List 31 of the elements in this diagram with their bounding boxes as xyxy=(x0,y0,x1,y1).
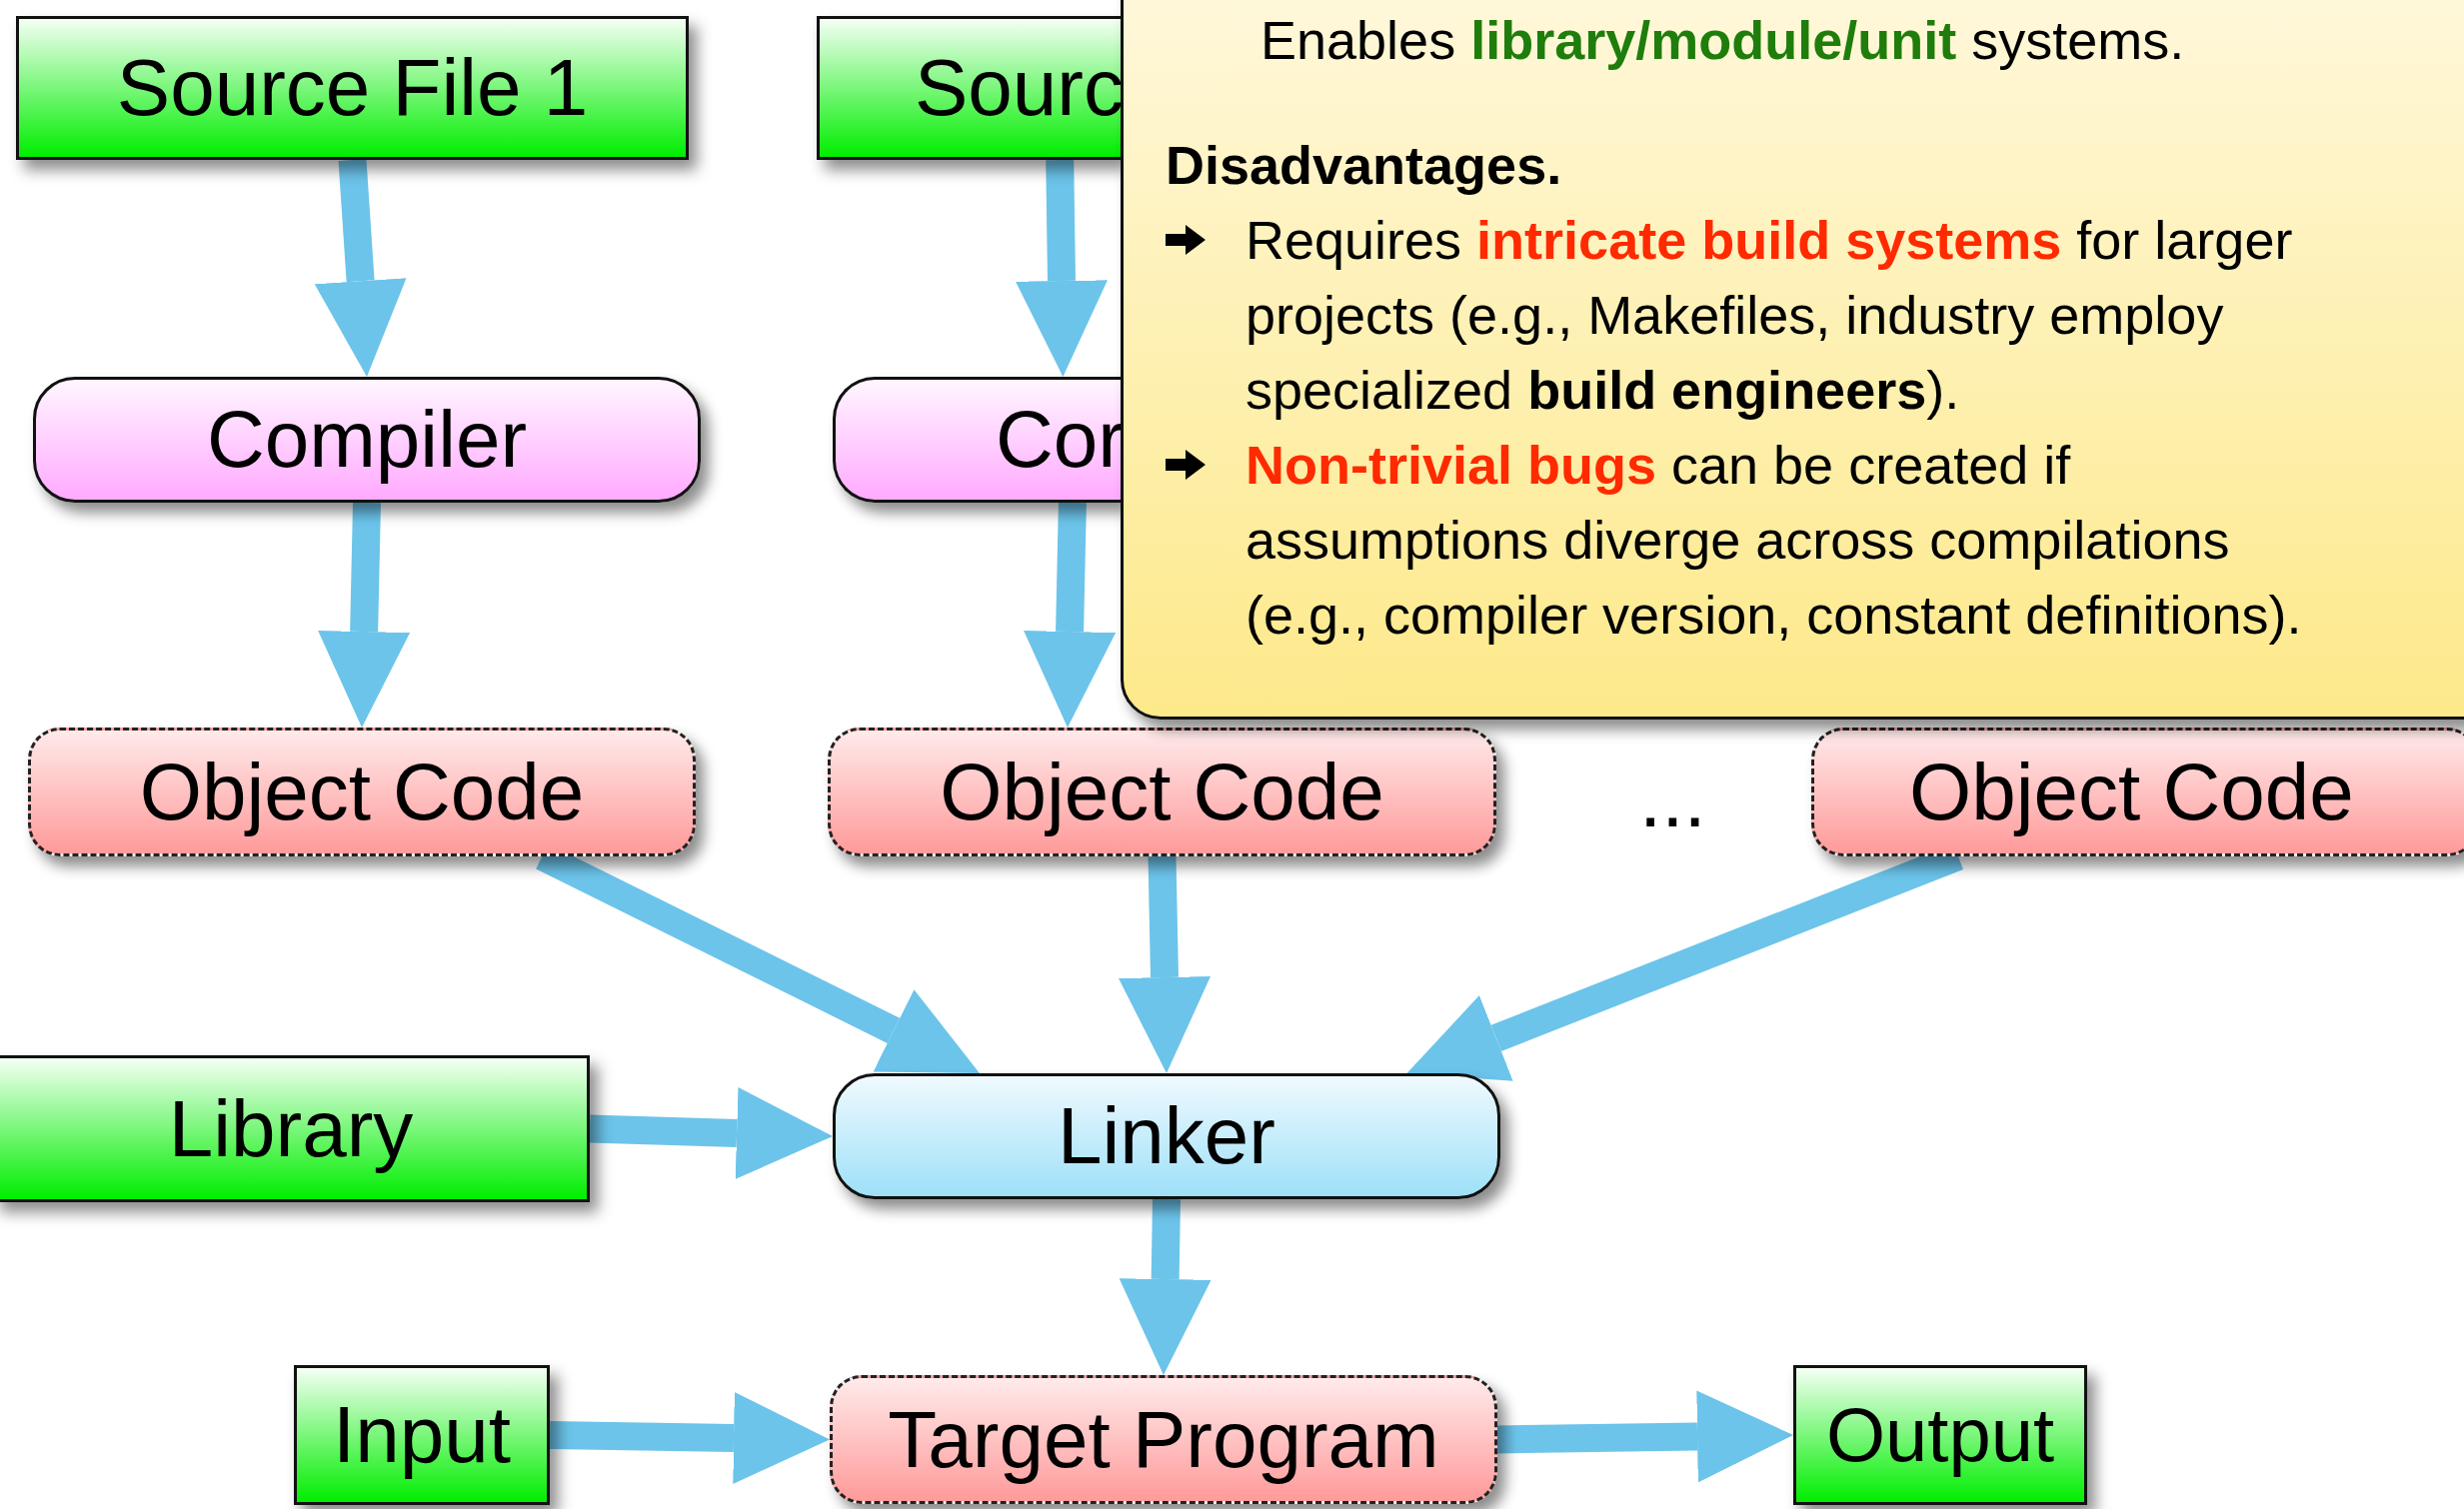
object-code-box xyxy=(28,728,696,856)
note-text: Enables library/module/unit systems. xyxy=(1260,9,2186,72)
arrow xyxy=(1016,159,1108,377)
arrow xyxy=(549,1391,830,1484)
node-label: Cor xyxy=(996,400,1125,480)
arrow xyxy=(318,502,411,728)
program-box xyxy=(830,1375,1497,1504)
ellipsis: ... xyxy=(1639,759,1706,839)
file-box xyxy=(817,16,1121,160)
library-box xyxy=(0,1055,590,1202)
node-label: Linker xyxy=(1058,1096,1275,1176)
node-label: Source File 1 xyxy=(116,48,589,128)
arrow xyxy=(314,159,407,377)
compiler-box xyxy=(33,377,701,503)
bullet-text: Non-trivial bugs can be created if assumptions diverge across compilations (e.g., compiler version, constant definitions). xyxy=(1245,434,2303,647)
linker-box xyxy=(833,1073,1500,1199)
compiler-box xyxy=(833,377,1121,503)
file-box xyxy=(16,16,689,160)
arrow xyxy=(1119,1198,1212,1375)
note-callout xyxy=(1121,0,2464,720)
object-code-box xyxy=(828,728,1496,856)
output-box xyxy=(1793,1365,2087,1505)
object-code-box xyxy=(1811,728,2464,856)
note-heading: Disadvantages. xyxy=(1166,134,1563,197)
arrow xyxy=(1119,855,1211,1073)
arrow xyxy=(1024,502,1117,728)
arrow xyxy=(1496,1390,1793,1483)
arrow xyxy=(589,1087,833,1179)
node-label: Sourc xyxy=(915,48,1124,128)
input-box xyxy=(294,1365,550,1505)
bullet-text: Requires intricate build systems for larger projects (e.g., Makefiles, industry employ specialized build engineers). xyxy=(1245,209,2294,422)
